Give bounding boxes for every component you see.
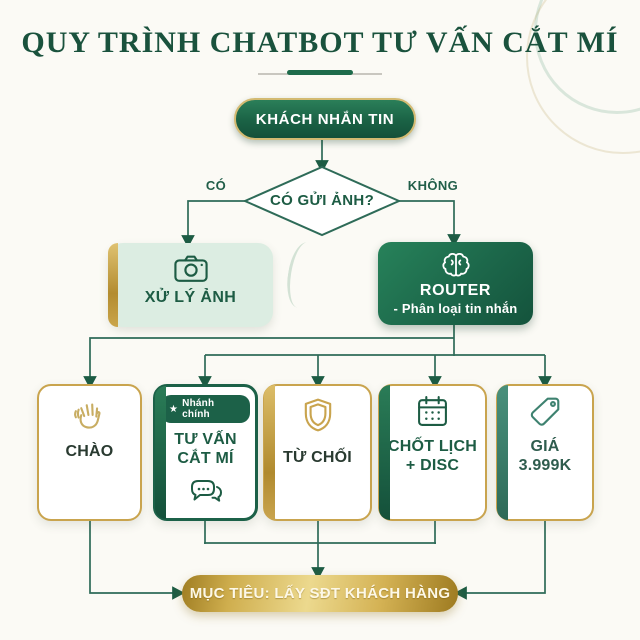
page-title: QUY TRÌNH CHATBOT TƯ VẤN CẮT MÍ	[21, 26, 619, 59]
green-edge-accent	[379, 385, 390, 520]
decision-diamond	[242, 165, 402, 237]
green-edge-accent	[155, 386, 166, 519]
node-intent-greeting: CHÀO	[37, 384, 142, 521]
goal-label: MỤC TIÊU: LẤY SĐT KHÁCH HÀNG	[189, 585, 451, 602]
main-branch-badge: ★ Nhánh chính	[161, 395, 250, 423]
intent-label: CHỐT LỊCH + DISC	[388, 438, 477, 474]
chat-bubbles-icon	[190, 480, 222, 502]
camera-icon	[173, 255, 208, 282]
gold-edge-accent	[264, 385, 275, 520]
star-icon: ★	[169, 403, 179, 415]
waving-hand-icon	[73, 403, 100, 429]
teal-edge-accent	[497, 385, 508, 520]
node-router: ROUTER - Phân loại tin nhắn	[378, 242, 533, 325]
router-subtitle: - Phân loại tin nhắn	[393, 301, 518, 316]
node-image-processing: XỬ LÝ ẢNH	[108, 243, 273, 327]
node-intent-booking: CHỐT LỊCH + DISC	[378, 384, 487, 521]
goal-banner: MỤC TIÊU: LẤY SĐT KHÁCH HÀNG	[182, 575, 458, 612]
node-intent-price: GIÁ 3.999K	[496, 384, 594, 521]
start-label: KHÁCH NHẮN TIN	[255, 110, 395, 128]
branch-label-no: KHÔNG	[407, 178, 459, 193]
title-divider-accent	[287, 70, 353, 75]
branch-label-yes: CÓ	[205, 178, 227, 193]
decision-question: CÓ GỬI ẢNH?	[269, 192, 375, 209]
shield-icon	[304, 398, 331, 432]
calendar-icon	[418, 396, 447, 426]
intent-label: TỪ CHỐI	[283, 449, 352, 466]
router-title: ROUTER	[419, 282, 492, 299]
node-intent-consult: ★ Nhánh chính TƯ VẤN CẮT MÍ	[153, 384, 258, 521]
gold-edge-accent	[108, 243, 118, 327]
node-start: KHÁCH NHẮN TIN	[234, 98, 416, 140]
brain-icon	[441, 253, 470, 277]
intent-label: GIÁ 3.999K	[518, 438, 572, 474]
price-tag-icon	[530, 397, 560, 426]
intent-label: CHÀO	[65, 443, 114, 460]
badge-label: Nhánh chính	[182, 398, 215, 420]
image-processing-label: XỬ LÝ ẢNH	[144, 289, 237, 306]
intent-label: TƯ VẤN CẮT MÍ	[174, 431, 237, 467]
node-intent-refuse: TỪ CHỐI	[263, 384, 372, 521]
